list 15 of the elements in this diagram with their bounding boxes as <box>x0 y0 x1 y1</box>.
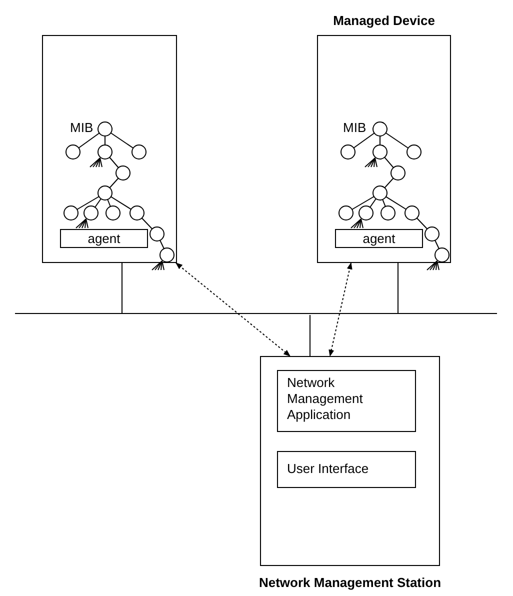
box-label: Network Management Application <box>287 375 364 423</box>
box-heading: Managed Device <box>333 12 435 30</box>
module-box <box>277 370 416 432</box>
module-box <box>335 229 423 248</box>
tree-label: MIB <box>343 120 366 136</box>
box-label: agent <box>362 230 396 247</box>
network-bus-line <box>15 313 497 315</box>
dotted-arrow <box>328 262 352 357</box>
dotted-arrow <box>175 262 291 356</box>
module-box <box>277 451 416 488</box>
box-label: agent <box>86 230 122 247</box>
box-label: User Interface <box>287 461 370 477</box>
tree-label: MIB <box>70 120 94 136</box>
box-heading: Network Management Station <box>258 574 442 592</box>
module-box <box>60 229 148 248</box>
